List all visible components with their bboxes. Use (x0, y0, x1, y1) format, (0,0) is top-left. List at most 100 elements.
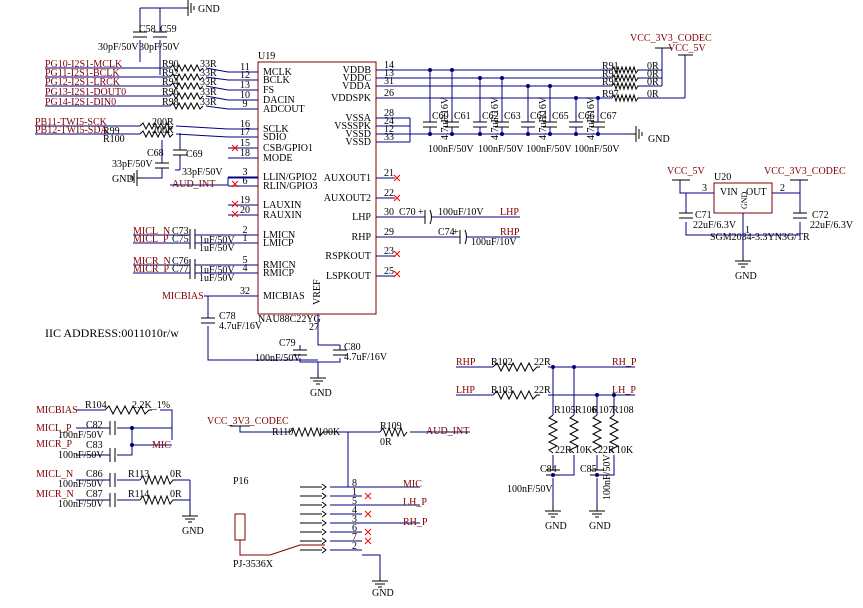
decap-junction (548, 84, 552, 88)
u19-right-pin-name: VSSSPK (334, 121, 371, 132)
gnd-top-label: GND (198, 4, 220, 15)
decap-val: 4.7uF/16V (440, 96, 451, 140)
vcc-codec-top: VCC_3V3_CODEC (630, 33, 712, 44)
u19-right-pin-name: RHP (352, 232, 372, 243)
r113-ref: R113 (128, 469, 149, 480)
u19-right-pin-num: 28 (384, 108, 394, 119)
mic-net: MIC (152, 440, 171, 451)
u20-vout-net: VCC_3V3_CODEC (764, 166, 846, 177)
twi-resistor (139, 129, 174, 139)
jack-contact (300, 510, 327, 518)
mic-in-net: MICL_N (133, 226, 170, 237)
u19-right-pin-num: 29 (384, 227, 394, 238)
u19-left-pin-num: 19 (240, 195, 250, 206)
jack-contact (300, 528, 327, 536)
twi-net-link (175, 125, 229, 130)
u19-left-pin-num: 9 (243, 99, 248, 110)
r113-val: 0R (170, 469, 182, 480)
twi-caps-c68-c69: GND C68 C69 33pF/50V 33pF/50V AUD_INT (112, 133, 258, 190)
u19-left-pin-num: 20 (240, 205, 250, 216)
u19-right-pin-name: RSPKOUT (325, 251, 371, 262)
i2s-net-label: PG14-I2S1-DIN0 (45, 97, 116, 108)
mic-micbias-net: MICBIAS (36, 405, 78, 416)
jack-contact (300, 537, 327, 545)
gnd-vss-label: GND (648, 134, 670, 145)
c85-val: 100nF/50V (602, 454, 613, 500)
micr-p-net: MICR_P (36, 439, 73, 450)
aud-int-net-top: AUD_INT (172, 179, 215, 190)
twi-resistor (139, 121, 174, 131)
twi-net-link (175, 133, 229, 138)
u19-right-pin-num: 23 (384, 246, 394, 257)
i2s-resistor (169, 81, 204, 91)
u19-right-pin-num: 30 (384, 207, 394, 218)
mic-in-cap-ref: C75 (172, 234, 189, 245)
c70-ref: C70 (399, 207, 416, 218)
decap-val: 100nF/50V (574, 144, 620, 155)
u19-right-pin-num: 26 (384, 88, 394, 99)
u19-left-pin-num: 10 (240, 90, 250, 101)
r102-ref: R102 (491, 357, 513, 368)
c72-val: 22uF/6.3V (810, 220, 854, 231)
decap-ref: C67 (600, 111, 617, 122)
decap-val: 100nF/50V (526, 144, 572, 155)
u19-right-pin-name: VSSA (345, 113, 371, 124)
filt-gnd2: GND (589, 521, 611, 532)
decap-ref: C65 (552, 111, 569, 122)
power-res-val: 0R (647, 77, 659, 88)
u19-right-pin-num: 13 (384, 68, 394, 79)
u19-left-pin-name: LAUXIN (263, 200, 301, 211)
c59-val: 30pF/50V (139, 42, 180, 53)
u19-right-pin-name: VDDA (342, 81, 372, 92)
c87-ref: C87 (86, 489, 103, 500)
u19-left-pin-num: 5 (243, 255, 248, 266)
decap-ref: C63 (504, 111, 521, 122)
jack-rhp-net: RH_P (403, 517, 428, 528)
c87-val: 100nF/50V (58, 499, 104, 510)
r109-ref: R109 (380, 421, 402, 432)
jack-pin-nc (364, 528, 372, 536)
jack-vcc-net: VCC_3V3_CODEC (207, 416, 289, 427)
c82-val: 100nF/50V (58, 430, 104, 441)
jack-contact (300, 501, 327, 509)
decap-junction (596, 96, 600, 100)
u19-right-pin-name: VSSD (345, 129, 371, 140)
u19-left-pin-num: 15 (240, 138, 250, 149)
i2s-net-link (205, 67, 229, 73)
u19-left-pin-name: RMICN (263, 260, 296, 271)
decap-junction (500, 76, 504, 80)
u19-left-pin-num: 11 (240, 62, 250, 73)
jack-pin-num: 1 (352, 487, 357, 498)
u19-left-pin-name: LMICP (263, 238, 294, 249)
u20-p2: 2 (780, 183, 785, 194)
i2s-resistor (169, 101, 204, 111)
mic-in-cap-ref: C77 (172, 264, 189, 275)
no-connect-marks (231, 144, 401, 278)
u19-left-pin-name: DACIN (263, 95, 295, 106)
gnd-twi-label: GND (112, 174, 134, 185)
power-res-val: 0R (647, 69, 659, 80)
decap-junction (428, 68, 432, 72)
r103-val: 22R (534, 385, 551, 396)
u19-right-pin-name: AUXOUT2 (324, 193, 371, 204)
c69-val: 33pF/50V (182, 167, 223, 178)
iic-address-note: IIC ADDRESS:0011010r/w (45, 326, 179, 340)
u19-left-pin-num: 2 (243, 225, 248, 236)
c80-val: 4.7uF/16V (344, 352, 388, 363)
i2s-res-ref: R90 (162, 59, 179, 70)
u19-left-pin-name: MICBIAS (263, 291, 305, 302)
u19-left-pin-num: 16 (240, 119, 250, 130)
c84-val: 100nF/50V (507, 484, 553, 495)
power-res-ref: R91 (602, 61, 619, 72)
jack-pin-nc (364, 537, 372, 545)
r106-val: 10K (575, 445, 593, 456)
i2s-net-label: PG12-I2S1-LRCK (45, 77, 121, 88)
c58-val: 30pF/50V (98, 42, 139, 53)
c86-val: 100nF/50V (58, 479, 104, 490)
decap-ref: C62 (482, 111, 499, 122)
